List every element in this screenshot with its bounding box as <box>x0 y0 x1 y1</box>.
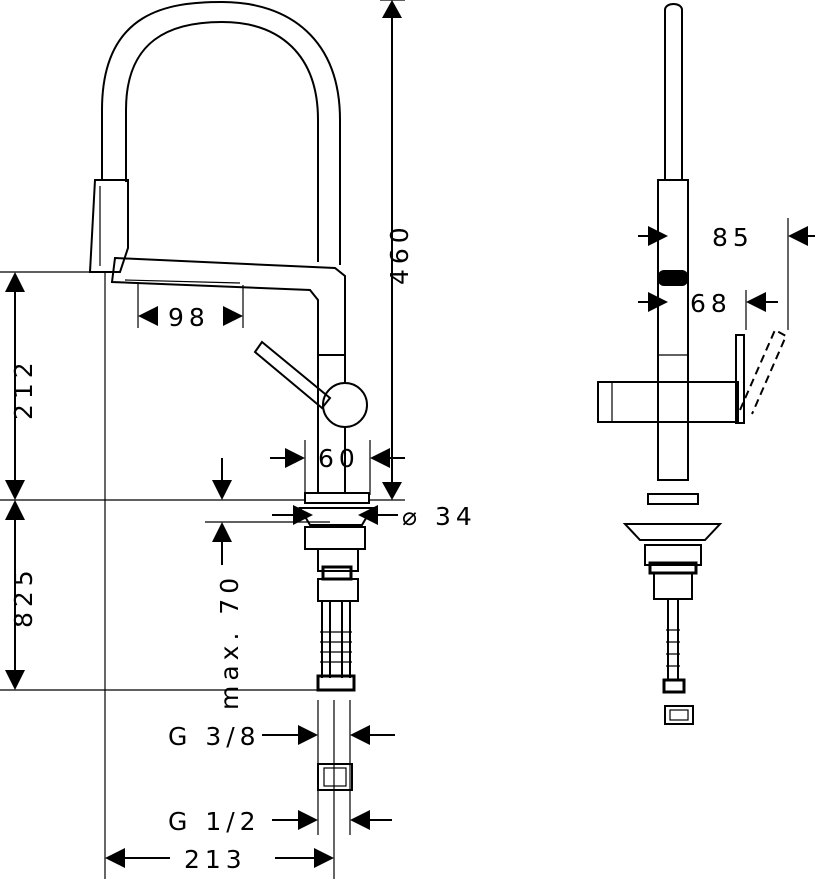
dim-460: 460 <box>382 0 414 500</box>
dim-825-label: 825 <box>9 565 38 628</box>
dim-85: 85 <box>638 218 815 330</box>
dim-max-70-label: max. 70 <box>215 573 244 710</box>
dim-98: 98 <box>137 282 244 332</box>
dim-g-1-2: G 1/2 <box>168 807 392 836</box>
dim-60: 60 <box>270 440 405 495</box>
dim-diameter-34-label: ⌀ 34 <box>402 502 477 531</box>
front-view <box>88 0 374 791</box>
dim-max-70: max. 70 <box>212 458 244 710</box>
extension-lines <box>0 0 405 879</box>
dim-825: 825 <box>5 500 38 690</box>
dim-60-label: 60 <box>318 444 360 473</box>
dim-213: 213 <box>105 845 334 874</box>
dim-68-label: 68 <box>690 289 732 318</box>
dim-460-label: 460 <box>385 222 414 285</box>
dim-212: 212 <box>5 272 38 500</box>
side-view <box>597 3 788 725</box>
dim-98-label: 98 <box>168 303 210 332</box>
dim-g-3-8: G 3/8 <box>168 722 395 751</box>
dim-85-label: 85 <box>712 223 754 252</box>
dim-68: 68 <box>638 289 778 330</box>
dim-diameter-34: ⌀ 34 <box>272 502 477 531</box>
dim-g-3-8-label: G 3/8 <box>168 722 261 751</box>
dim-213-label: 213 <box>184 845 247 874</box>
dim-g-1-2-label: G 1/2 <box>168 807 261 836</box>
dim-212-label: 212 <box>9 357 38 420</box>
